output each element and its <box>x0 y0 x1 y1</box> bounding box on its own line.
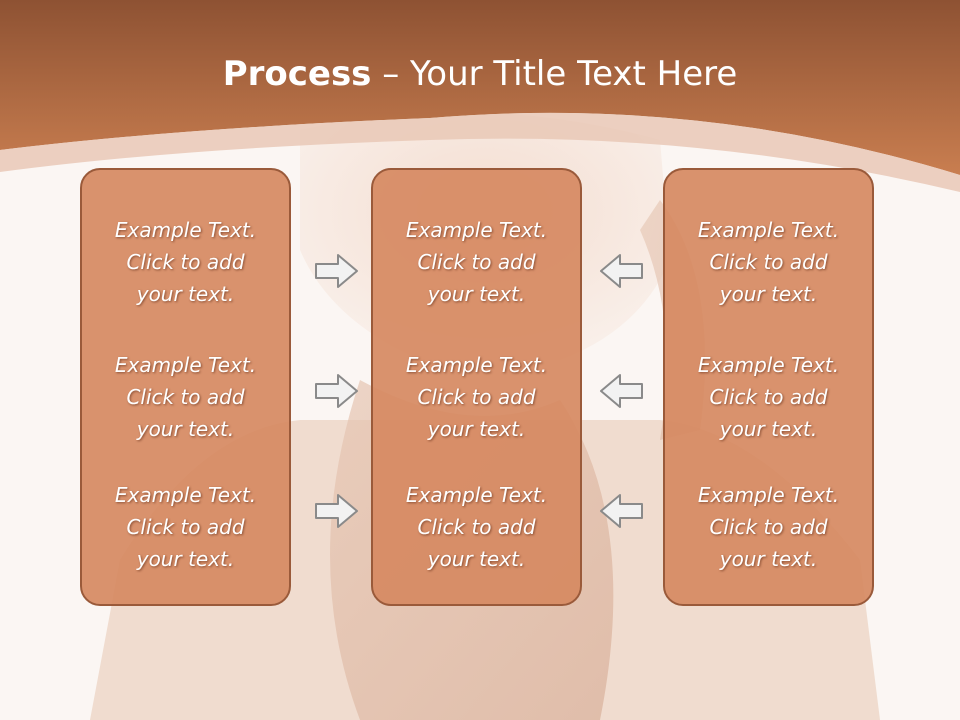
text-block[interactable]: Example Text. Click to add your text. <box>82 214 289 310</box>
text-line: your text. <box>427 417 526 441</box>
text-line: your text. <box>427 282 526 306</box>
text-line: Example Text. <box>405 483 548 507</box>
right-arrow-icon <box>315 374 358 408</box>
text-line: your text. <box>136 547 235 571</box>
text-block[interactable]: Example Text. Click to add your text. <box>82 349 289 445</box>
text-line: Example Text. <box>697 353 840 377</box>
text-line: Example Text. <box>405 353 548 377</box>
text-block[interactable]: Example Text. Click to add your text. <box>665 479 872 575</box>
text-line: Click to add <box>126 515 245 539</box>
text-line: Click to add <box>709 515 828 539</box>
title-rest: – Your Title Text Here <box>371 54 738 94</box>
text-block[interactable]: Example Text. Click to add your text. <box>373 214 580 310</box>
text-line: Example Text. <box>697 483 840 507</box>
title-bold: Process <box>222 54 372 94</box>
page-title: Process – Your Title Text Here <box>0 52 960 96</box>
text-line: your text. <box>719 547 818 571</box>
text-line: Click to add <box>709 250 828 274</box>
text-block[interactable]: Example Text. Click to add your text. <box>373 349 580 445</box>
text-line: Click to add <box>709 385 828 409</box>
process-box-right[interactable]: Example Text. Click to add your text. Ex… <box>663 168 874 606</box>
text-block[interactable]: Example Text. Click to add your text. <box>665 349 872 445</box>
text-line: Example Text. <box>405 218 548 242</box>
text-line: your text. <box>719 282 818 306</box>
text-line: your text. <box>427 547 526 571</box>
text-line: Example Text. <box>697 218 840 242</box>
text-line: Example Text. <box>114 483 257 507</box>
text-block[interactable]: Example Text. Click to add your text. <box>82 479 289 575</box>
text-line: Click to add <box>126 250 245 274</box>
right-arrow-icon <box>315 254 358 288</box>
text-line: your text. <box>136 417 235 441</box>
process-box-middle[interactable]: Example Text. Click to add your text. Ex… <box>371 168 582 606</box>
left-arrow-icon <box>600 374 643 408</box>
text-line: Click to add <box>417 250 536 274</box>
header-band <box>0 0 960 192</box>
text-line: your text. <box>136 282 235 306</box>
text-line: Click to add <box>417 515 536 539</box>
text-line: Click to add <box>417 385 536 409</box>
text-line: Example Text. <box>114 218 257 242</box>
text-line: Example Text. <box>114 353 257 377</box>
right-arrow-icon <box>315 494 358 528</box>
text-line: Click to add <box>126 385 245 409</box>
text-line: your text. <box>719 417 818 441</box>
left-arrow-icon <box>600 494 643 528</box>
process-box-left[interactable]: Example Text. Click to add your text. Ex… <box>80 168 291 606</box>
left-arrow-icon <box>600 254 643 288</box>
text-block[interactable]: Example Text. Click to add your text. <box>373 479 580 575</box>
text-block[interactable]: Example Text. Click to add your text. <box>665 214 872 310</box>
